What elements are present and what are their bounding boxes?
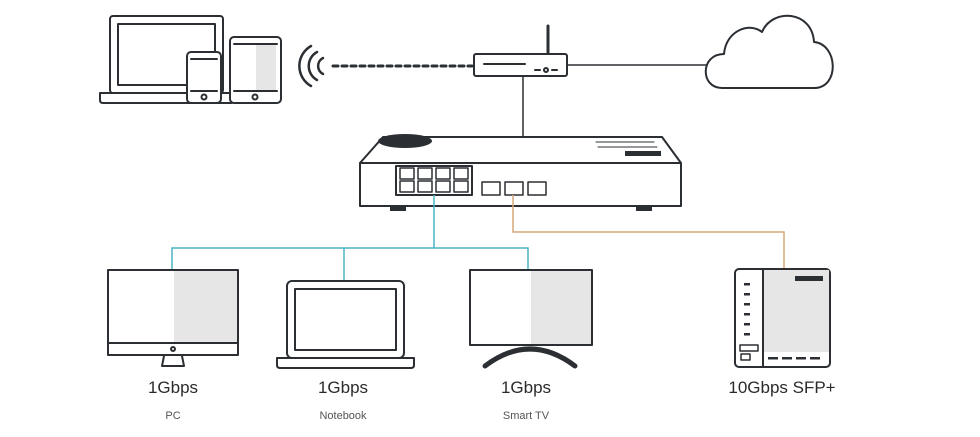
copper-links xyxy=(171,195,529,281)
switch-icon xyxy=(359,134,682,211)
nas-speed-label: 10Gbps SFP+ xyxy=(728,378,836,397)
smart-tv-icon xyxy=(469,269,593,369)
rj45-ports xyxy=(399,167,469,193)
sfp-link xyxy=(512,195,785,269)
smart-tv-name-label: Smart TV xyxy=(502,410,550,422)
pc-name-label: PC xyxy=(165,410,181,422)
sfp-ports xyxy=(481,181,547,196)
cloud-icon xyxy=(704,14,834,89)
phone-icon xyxy=(186,51,222,104)
tablet-icon xyxy=(229,36,282,104)
pc-monitor-icon xyxy=(107,269,239,367)
pc-speed-label: 1Gbps xyxy=(147,378,199,397)
router-icon xyxy=(473,24,568,77)
smart-tv-speed-label: 1Gbps xyxy=(500,378,552,397)
wifi-icon xyxy=(298,44,325,88)
notebook-speed-label: 1Gbps xyxy=(317,378,369,397)
nas-icon xyxy=(734,268,831,368)
notebook-name-label: Notebook xyxy=(319,410,367,422)
notebook-icon xyxy=(276,280,415,369)
